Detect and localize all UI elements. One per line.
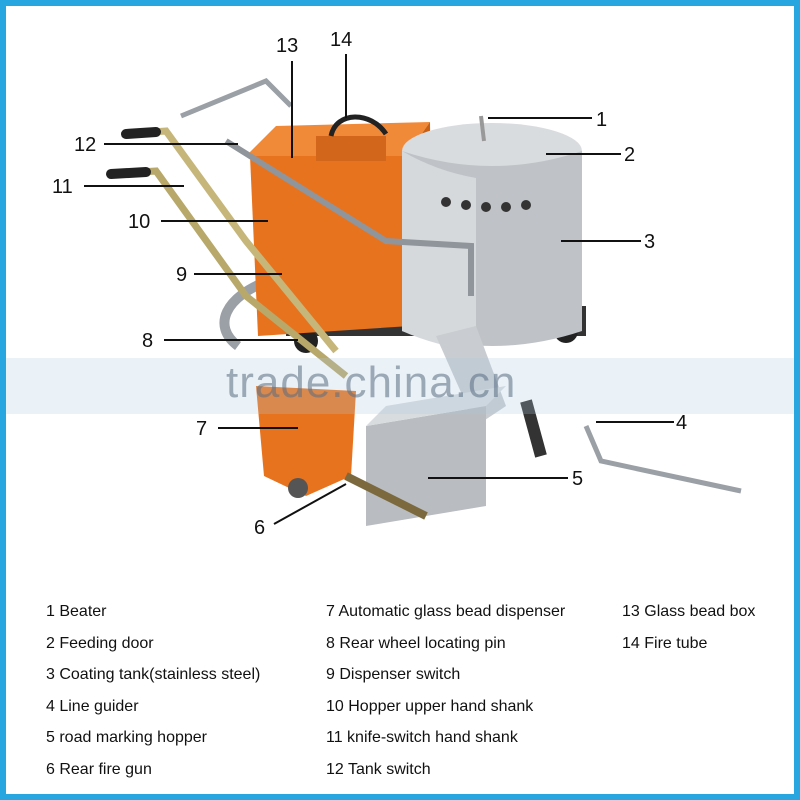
legend-item: 2 Feeding door xyxy=(46,634,154,652)
glass-bead-box-front xyxy=(250,156,410,336)
rear-bar xyxy=(180,78,293,119)
legend-column-1: 1 Beater 2 Feeding door 3 Coating tank(s… xyxy=(46,596,260,785)
page-frame: 1 2 3 4 5 6 7 8 9 10 11 12 13 14 trade.c… xyxy=(6,6,794,794)
callout-1: 1 xyxy=(596,109,607,131)
handle-grip-2 xyxy=(106,167,151,179)
callout-10: 10 xyxy=(128,211,150,233)
callout-4: 4 xyxy=(676,412,687,434)
legend-item: 12 Tank switch xyxy=(326,760,431,778)
legend-column-2: 7 Automatic glass bead dispenser 8 Rear … xyxy=(326,596,565,785)
glass-bead-box-lid xyxy=(316,136,386,161)
callout-11: 11 xyxy=(52,176,73,198)
tank-highlight xyxy=(402,151,476,351)
handle-grip-1 xyxy=(121,127,161,139)
legend-item: 4 Line guider xyxy=(46,697,139,715)
tank-switch-lever xyxy=(224,138,474,296)
legend-item: 10 Hopper upper hand shank xyxy=(326,697,534,715)
callout-14: 14 xyxy=(330,29,352,51)
watermark-band xyxy=(6,358,794,414)
watermark-text: trade.china.cn xyxy=(226,358,517,407)
legend-item: 14 Fire tube xyxy=(622,634,708,652)
guider-bracket xyxy=(520,399,547,458)
legend-item: 8 Rear wheel locating pin xyxy=(326,634,506,652)
callout-13: 13 xyxy=(276,35,298,57)
rear-fire-gun-bar xyxy=(344,472,428,520)
legend-item: 5 road marking hopper xyxy=(46,729,207,746)
machine-illustration xyxy=(106,78,742,526)
callout-9: 9 xyxy=(176,264,187,286)
legend-item: 13 Glass bead box xyxy=(622,603,756,620)
callout-8: 8 xyxy=(142,330,153,352)
beater-shaft xyxy=(479,115,486,142)
callout-6: 6 xyxy=(254,517,265,539)
machine-diagram: 1 2 3 4 5 6 7 8 9 10 11 12 13 14 xyxy=(52,29,742,539)
line-guider xyxy=(583,425,742,494)
callout-12: 12 xyxy=(74,134,96,156)
legend-item: 1 Beater xyxy=(46,603,107,620)
legend-item: 9 Dispenser switch xyxy=(326,666,461,683)
legend-column-3: 13 Glass bead box 14 Fire tube xyxy=(622,596,755,659)
road-marking-hopper xyxy=(366,406,486,526)
callout-7: 7 xyxy=(196,418,207,440)
callout-numbers: 1 2 3 4 5 6 7 8 9 10 11 12 13 14 xyxy=(52,29,687,539)
leader-lines xyxy=(84,54,674,525)
callout-2: 2 xyxy=(624,144,635,166)
legend-item: 3 Coating tank(stainless steel) xyxy=(46,666,261,683)
hopper-top xyxy=(366,386,506,426)
fire-tube-hose xyxy=(328,114,389,137)
legend-item: 7 Automatic glass bead dispenser xyxy=(326,603,566,620)
legend-item: 11 knife-switch hand shank xyxy=(326,729,518,746)
callout-5: 5 xyxy=(572,468,583,490)
legend-item: 6 Rear fire gun xyxy=(46,760,152,778)
callout-3: 3 xyxy=(644,231,655,253)
glass-bead-dispenser xyxy=(256,386,356,496)
